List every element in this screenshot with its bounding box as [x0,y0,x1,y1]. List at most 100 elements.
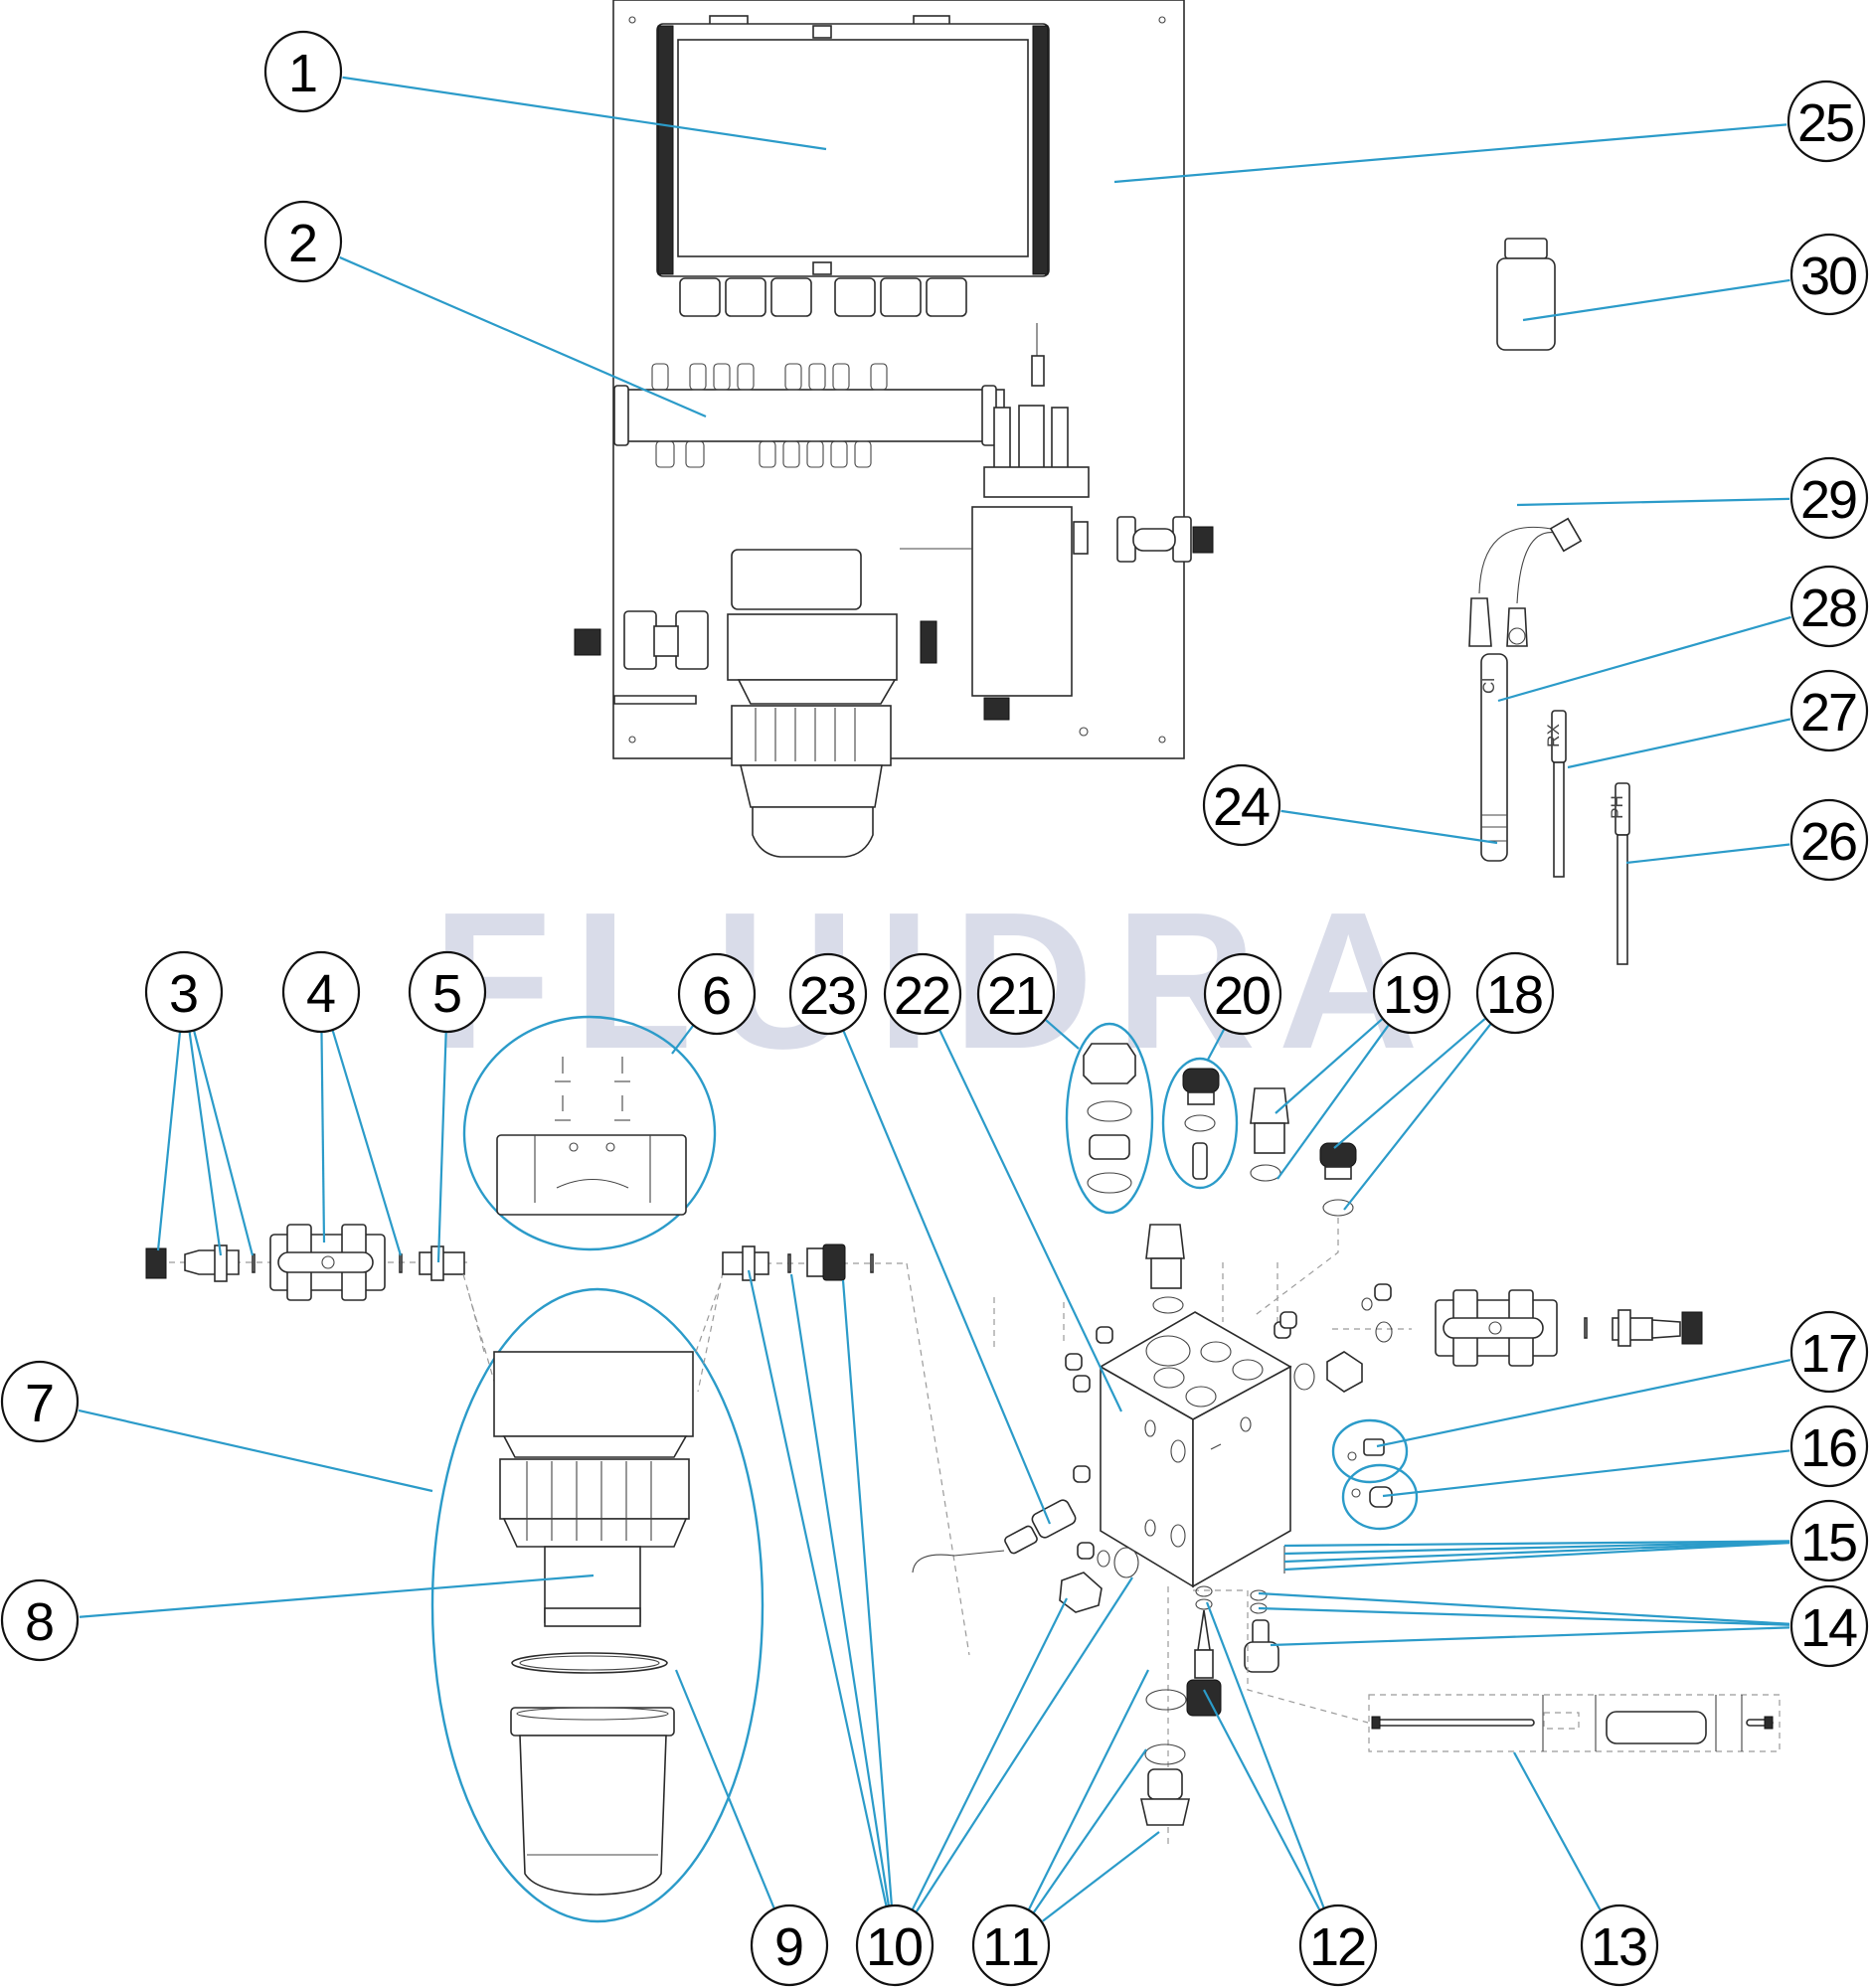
callout-circle [408,950,487,1034]
callout-circle [1789,1405,1869,1488]
callout-23[interactable]: 23 [788,952,868,1036]
leader-line-9 [674,1669,775,1909]
leader-line-15 [1283,1540,1790,1548]
callout-19[interactable]: 19 [1372,951,1451,1035]
callout-27[interactable]: 27 [1789,669,1869,752]
callout-24[interactable]: 24 [1202,763,1281,847]
chlorine-probe: Cl [1479,653,1508,862]
callout-circle [971,1904,1051,1987]
leader-line-10 [789,1273,890,1906]
callout-circle [976,952,1056,1036]
leader-line-14 [1258,1591,1790,1625]
ph-probe: PH [1608,782,1630,965]
callout-number: 19 [1383,965,1441,1025]
callout-22[interactable]: 22 [883,952,962,1036]
leader-line-13 [1513,1751,1602,1911]
center-fittings-row [697,1243,970,1656]
gland-set [1065,1022,1154,1215]
callout-number: 30 [1800,247,1858,306]
callout-number: 29 [1800,470,1858,530]
drain-plug-set [1139,1586,1191,1849]
callout-16[interactable]: 16 [1789,1405,1869,1488]
callout-26[interactable]: 26 [1789,798,1869,882]
callout-number: 8 [25,1592,55,1652]
leader-line-18 [1333,1018,1486,1149]
callout-number: 27 [1800,683,1858,743]
callout-number: 25 [1797,93,1855,153]
callout-18[interactable]: 18 [1475,951,1555,1035]
callout-circle [677,952,757,1036]
callout-28[interactable]: 28 [1789,565,1869,648]
probe-label-chlorine: Cl [1479,678,1498,694]
cap-insert-set [1161,1057,1239,1190]
callout-8[interactable]: 8 [0,1578,80,1662]
leader-line-4 [331,1029,403,1256]
leader-line-10 [841,1279,893,1906]
leader-line-25 [1113,123,1787,184]
callout-circle [788,952,868,1036]
leader-line-17 [1376,1359,1791,1448]
callout-circle [1789,1499,1869,1582]
callout-9[interactable]: 9 [750,1904,829,1987]
leader-line-18 [1343,1023,1492,1211]
callout-12[interactable]: 12 [1298,1904,1378,1987]
callout-number: 28 [1800,579,1858,638]
leader-line-7 [78,1408,433,1493]
callout-circle [1789,233,1869,316]
callout-circle [281,950,361,1034]
callout-10[interactable]: 10 [855,1904,935,1987]
callout-30[interactable]: 30 [1789,233,1869,316]
leader-line-11 [1042,1831,1160,1922]
callout-circle [263,200,343,283]
leader-line-8 [79,1574,595,1618]
callout-2[interactable]: 2 [263,200,343,283]
leader-line-23 [842,1030,1052,1525]
callout-15[interactable]: 15 [1789,1499,1869,1582]
callout-circle [883,952,962,1036]
leader-line-20 [1207,1028,1226,1061]
callout-circle [1789,798,1869,882]
callout-number: 4 [306,964,336,1024]
callout-number: 1 [288,44,318,103]
leader-line-19 [1275,1018,1383,1114]
callout-circle [1203,952,1282,1036]
leader-line-15 [1283,1540,1790,1556]
callout-circle [0,1360,80,1443]
leader-line-11 [1032,1748,1147,1913]
callout-13[interactable]: 13 [1580,1904,1659,1987]
callout-number: 17 [1800,1324,1858,1384]
leader-line-15 [1283,1542,1790,1572]
wall-bracket-kit [462,1015,717,1251]
callout-29[interactable]: 29 [1789,456,1869,540]
callout-circle [1202,763,1281,847]
callout-4[interactable]: 4 [281,950,361,1034]
callout-7[interactable]: 7 [0,1360,80,1443]
right-fittings-row [1293,1283,1703,1393]
leader-line-14 [1258,1606,1790,1626]
needle-valve [1186,1585,1222,1717]
callout-number: 22 [894,966,951,1026]
plug-fitting [1341,1463,1419,1531]
callout-5[interactable]: 5 [408,950,487,1034]
leader-line-1 [342,76,827,151]
probe-label-redox: RX [1544,724,1563,747]
callout-11[interactable]: 11 [971,1904,1051,1987]
callout-17[interactable]: 17 [1789,1310,1869,1394]
callout-21[interactable]: 21 [976,952,1056,1036]
callout-number: 15 [1800,1513,1858,1573]
callout-1[interactable]: 1 [263,30,343,113]
callout-20[interactable]: 20 [1203,952,1282,1036]
leader-line-4 [320,1031,326,1243]
manifold-bar [613,363,1005,468]
callout-number: 3 [169,964,199,1024]
callout-14[interactable]: 14 [1789,1584,1869,1668]
callout-circle [1580,1904,1659,1987]
callout-25[interactable]: 25 [1786,80,1866,163]
callout-3[interactable]: 3 [144,950,224,1034]
probe-holder-block [993,1262,1297,1613]
leader-line-24 [1280,809,1498,845]
leader-line-27 [1567,718,1791,769]
callout-circle [1789,565,1869,648]
callout-6[interactable]: 6 [677,952,757,1036]
